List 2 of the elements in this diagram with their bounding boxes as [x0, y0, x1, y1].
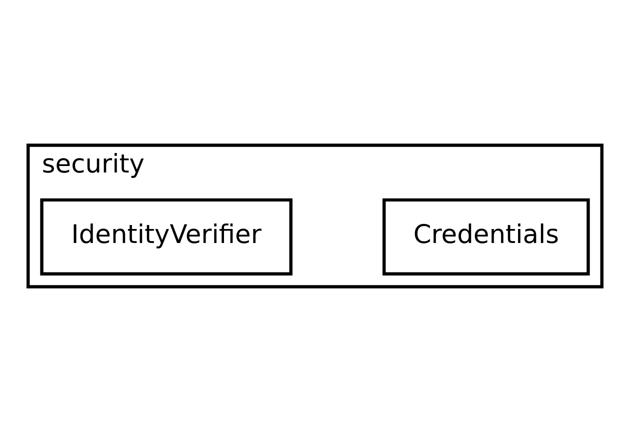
node-box: IdentityVerifier: [40, 198, 292, 275]
node-box: Credentials: [382, 198, 590, 275]
